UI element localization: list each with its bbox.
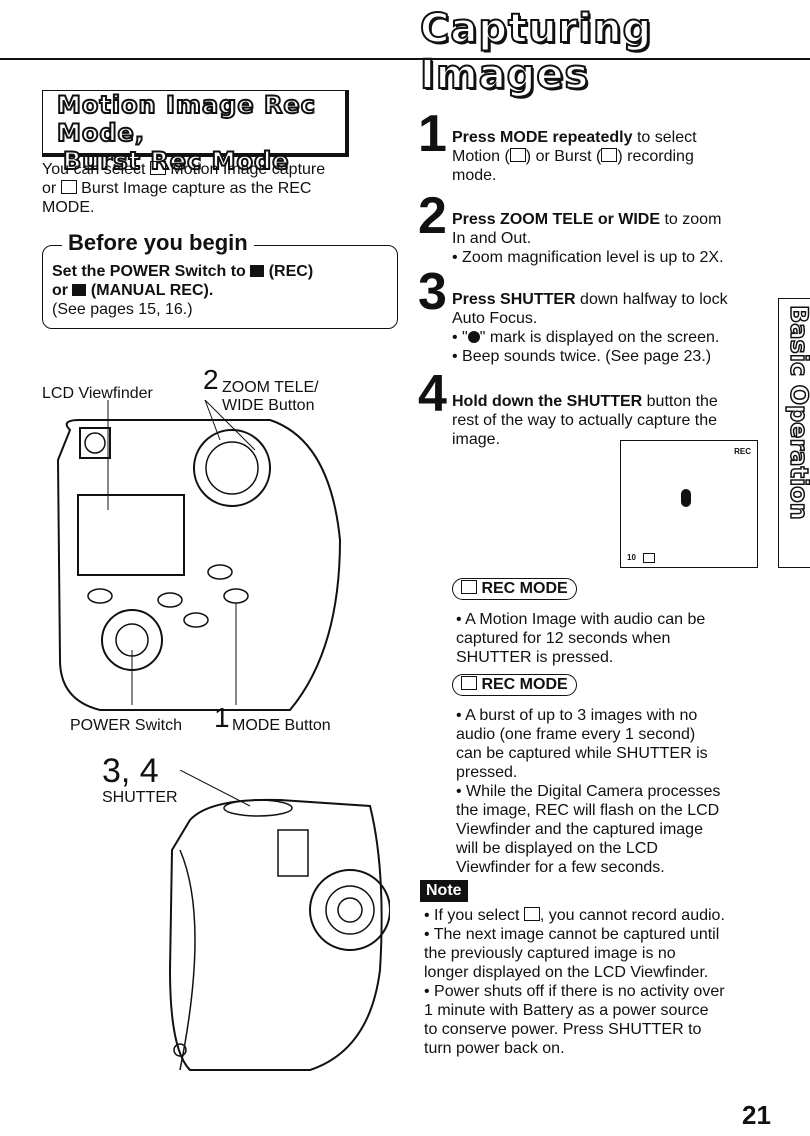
burst-mode-icon (601, 148, 618, 162)
zoom-label-2: WIDE Button (222, 397, 315, 414)
note-text: • If you select , you cannot record audi… (424, 907, 725, 1057)
burst-rec-mode-label: REC MODE (452, 674, 577, 696)
lcd-counter: 10 (627, 553, 636, 562)
intro-text: You can select Motion Image capture or B… (42, 161, 326, 216)
rec-icon (250, 265, 265, 277)
header-rule (0, 58, 810, 60)
zoom-label-1: ZOOM TELE/ (222, 379, 319, 396)
shutter-label: SHUTTER (102, 789, 178, 806)
side-tab-label: Basic Operation (784, 304, 810, 520)
page-number: 21 (742, 1100, 771, 1130)
note-badge: Note (420, 880, 468, 902)
camera-front-illustration (168, 770, 390, 1071)
lcd-motion-icon (643, 553, 655, 563)
burst-mode-icon (523, 907, 540, 921)
step-1-number: 1 (418, 105, 447, 163)
burst-mode-icon (461, 676, 477, 690)
motion-mode-icon (149, 161, 166, 175)
motion-mode-icon (461, 580, 477, 594)
manual-rec-icon (72, 284, 87, 296)
mode-button-label: MODE Button (232, 717, 331, 734)
lcd-rec-indicator: REC (734, 447, 751, 456)
burst-mode-icon (60, 180, 77, 194)
camera-back-illustration (56, 400, 342, 711)
focus-mark-icon (467, 331, 480, 343)
step-4-number: 4 (418, 365, 447, 423)
section-title-line2: Burst Rec Mode (62, 146, 290, 176)
section-title-box: Motion Image Rec Mode, Burst Rec Mode (42, 90, 349, 176)
shutter-step-numbers: 3, 4 (102, 752, 159, 790)
section-title-line1: Motion Image Rec Mode, (56, 90, 316, 148)
microphone-icon (681, 489, 691, 507)
power-switch-label: POWER Switch (70, 717, 183, 734)
step-3-number: 3 (418, 263, 447, 321)
step-3-text: Press SHUTTER down halfway to lock Auto … (452, 291, 728, 365)
step-2-text: Press ZOOM TELE or WIDE to zoom In and O… (452, 211, 724, 266)
basic-operation-side-tab: Basic Operation (778, 298, 810, 568)
step-1-text: Press MODE repeatedly to select Motion (… (452, 129, 697, 184)
motion-rec-mode-label: REC MODE (452, 578, 577, 600)
step-4-text: Hold down the SHUTTER button the rest of… (452, 393, 718, 448)
zoom-step-number: 2 (203, 364, 219, 395)
motion-mode-notes: • A Motion Image with audio can be captu… (456, 611, 706, 666)
lcd-screen-illustration: REC 10 (620, 440, 758, 568)
burst-mode-notes: • A burst of up to 3 images with no audi… (456, 707, 721, 876)
lcd-viewfinder-label: LCD Viewfinder (42, 385, 153, 402)
before-you-begin-text: Set the POWER Switch to (REC) or (MANUAL… (52, 263, 314, 318)
page-title: Capturing Images (419, 5, 653, 99)
before-you-begin-title: Before you begin (62, 230, 254, 256)
step-2-number: 2 (418, 187, 447, 245)
motion-mode-icon (509, 148, 526, 162)
mode-step-number: 1 (214, 702, 230, 733)
